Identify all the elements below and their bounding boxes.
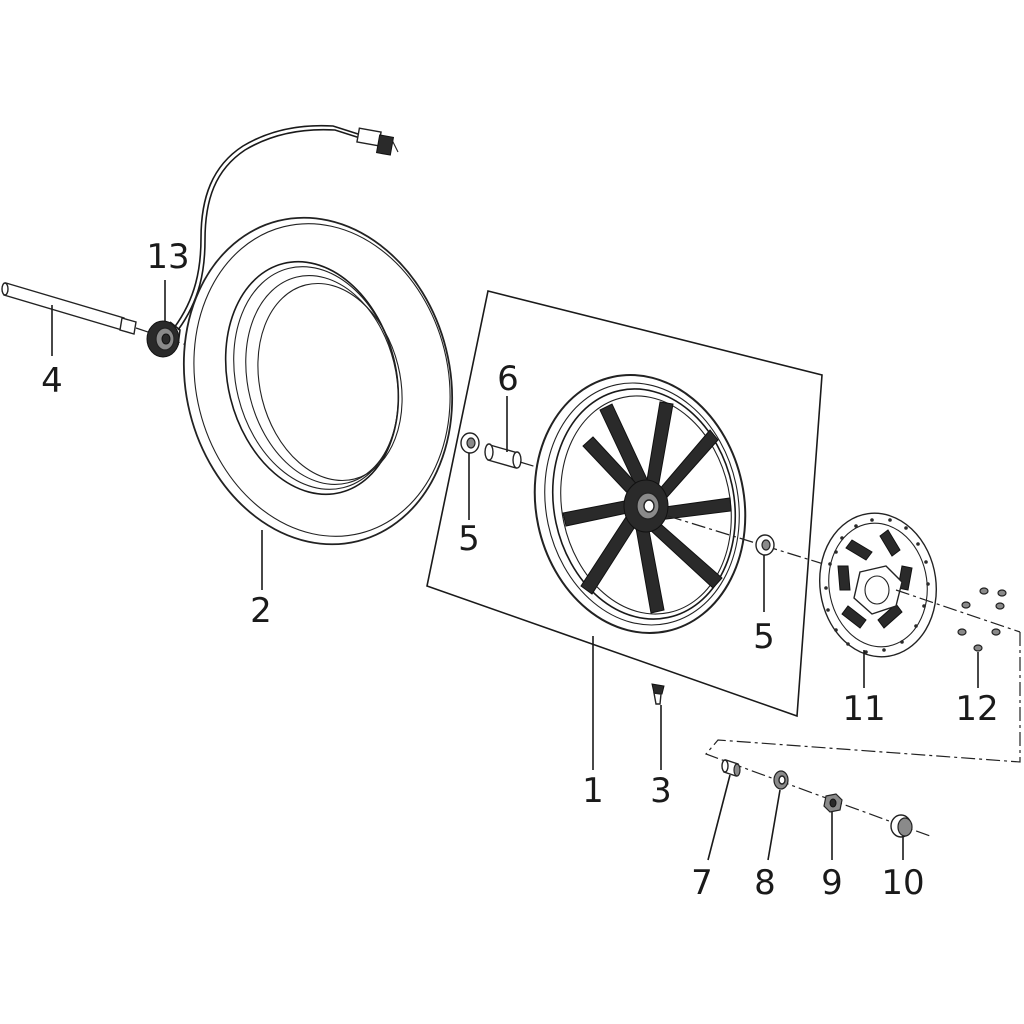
rim-wheel-part: [533, 374, 747, 634]
label-rim: 1: [582, 771, 604, 811]
label-speed-sensor: 13: [146, 237, 189, 277]
label-collar: 7: [691, 863, 713, 903]
hardware-bracket-line: [704, 632, 1021, 837]
bolts-part: [957, 587, 1007, 652]
cap-part: [890, 814, 913, 838]
nut-part: [823, 793, 843, 813]
rim-frame-box: [426, 290, 823, 718]
label-tire: 2: [250, 591, 272, 631]
speed-sensor-part: [146, 320, 181, 358]
valve-part: [651, 683, 665, 705]
bearing-right-part: [667, 515, 831, 567]
label-bearing-left: 5: [458, 519, 480, 559]
label-axle: 4: [41, 361, 63, 401]
bearing-left-part: [460, 432, 480, 454]
tire-part: [182, 216, 454, 546]
label-bearing-right: 5: [753, 617, 775, 657]
washer-part: [773, 770, 789, 790]
brake-disc-part: [818, 512, 1021, 658]
label-cap: 10: [881, 863, 924, 903]
part-number-labels: 1 2 3 4 5 5 6 7 8 9 10 11 12 13: [41, 237, 998, 903]
collar-part: [721, 759, 741, 777]
label-bolt: 12: [955, 689, 998, 729]
leader-lines: [51, 280, 979, 861]
label-disc: 11: [842, 689, 885, 729]
label-nut: 9: [821, 863, 843, 903]
label-washer: 8: [754, 863, 776, 903]
sensor-cable: [173, 124, 399, 331]
label-spacer: 6: [497, 359, 519, 399]
label-valve: 3: [650, 771, 672, 811]
